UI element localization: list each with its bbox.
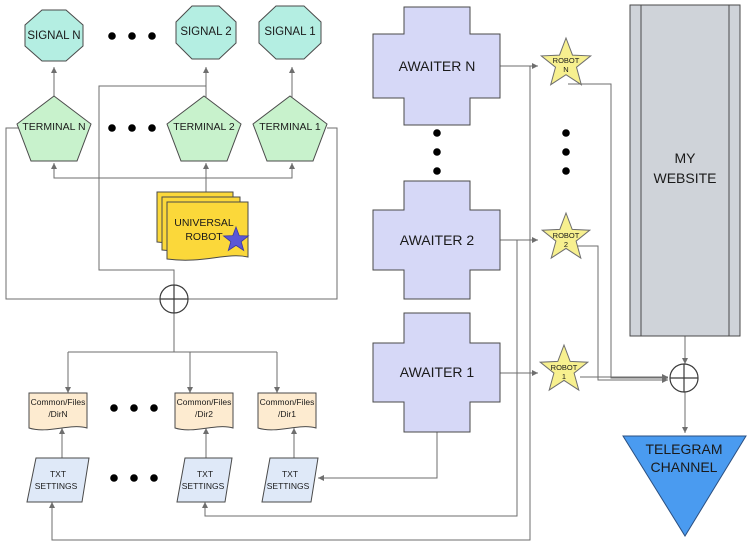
- robot-1-line1: ROBOT: [551, 363, 578, 372]
- robot-1-star: ROBOT 1: [538, 343, 590, 392]
- txt-settings-n-line2: SETTINGS: [35, 481, 78, 491]
- connector-lines: [5, 27, 688, 541]
- robot-2-star: ROBOT 2: [540, 211, 592, 260]
- blue-star-icon: [222, 225, 250, 252]
- ellipsis-settings: [110, 474, 158, 482]
- folder-dir-2-line1: Common/Files: [177, 397, 232, 407]
- ellipsis-robots: [562, 129, 570, 175]
- robot-n-line2: N: [563, 65, 568, 74]
- ellipsis-awaiters: [433, 129, 441, 175]
- folder-dir-n-line1: Common/Files: [31, 397, 86, 407]
- universal-robot-line1: UNIVERSAL: [174, 217, 234, 229]
- awaiter-n: AWAITER N: [372, 6, 501, 126]
- folder-dir-1: Common/Files /Dir1: [257, 392, 317, 431]
- txt-settings-2: TXT SETTINGS: [176, 457, 233, 503]
- folder-dir-2-line2: /Dir2: [195, 409, 213, 419]
- txt-settings-2-line1: TXT: [197, 469, 213, 479]
- awaiter-1: AWAITER 1: [372, 312, 501, 433]
- universal-robot-line2: ROBOT: [185, 231, 223, 243]
- txt-settings-n-line1: TXT: [50, 469, 66, 479]
- awaiter-2: AWAITER 2: [372, 180, 501, 300]
- signal-1: SIGNAL 1: [258, 5, 322, 60]
- txt-settings-1-line1: TXT: [282, 469, 298, 479]
- terminal-1-label: TERMINAL 1: [259, 121, 321, 133]
- awaiter-2-label: AWAITER 2: [400, 232, 475, 248]
- txt-settings-n: TXT SETTINGS: [26, 457, 90, 503]
- txt-settings-1: TXT SETTINGS: [261, 457, 319, 503]
- folder-dir-n: Common/Files /DirN: [28, 392, 88, 431]
- signal-n: SIGNAL N: [24, 9, 84, 62]
- universal-robot-document: UNIVERSAL ROBOT: [156, 191, 250, 261]
- terminal-2-label: TERMINAL 2: [173, 121, 235, 133]
- folder-dir-1-line1: Common/Files: [260, 397, 315, 407]
- signal-1-label: SIGNAL 1: [264, 26, 315, 38]
- txt-settings-1-line2: SETTINGS: [267, 481, 310, 491]
- awaiter-1-label: AWAITER 1: [400, 364, 475, 380]
- merge-junction-left: [159, 284, 189, 314]
- my-website-line2: WEBSITE: [653, 170, 716, 186]
- telegram-line1: TELEGRAM: [645, 441, 722, 457]
- folder-dir-2: Common/Files /Dir2: [174, 392, 234, 431]
- robot-2-line2: 2: [564, 240, 568, 249]
- robot-1-line2: 1: [562, 372, 566, 381]
- my-website-block: MY WEBSITE: [629, 4, 741, 337]
- folder-dir-1-line2: /Dir1: [278, 409, 296, 419]
- awaiter-n-label: AWAITER N: [399, 58, 476, 74]
- robot-n-line1: ROBOT: [553, 56, 580, 65]
- terminal-1: TERMINAL 1: [252, 95, 328, 162]
- telegram-line2: CHANNEL: [651, 459, 718, 475]
- signal-2-label: SIGNAL 2: [180, 26, 231, 38]
- terminal-n-label: TERMINAL N: [22, 121, 85, 133]
- folder-dir-n-line2: /DirN: [48, 409, 67, 419]
- merge-junction-right: [669, 363, 699, 393]
- robot-n-star: ROBOT N: [539, 36, 593, 86]
- terminal-2: TERMINAL 2: [166, 95, 242, 162]
- signal-n-label: SIGNAL N: [27, 30, 80, 42]
- signal-2: SIGNAL 2: [175, 5, 237, 60]
- my-website-line1: MY: [675, 150, 697, 166]
- txt-settings-2-line2: SETTINGS: [182, 481, 225, 491]
- ellipsis-folders: [110, 404, 158, 412]
- ellipsis-terminals: [108, 124, 156, 132]
- robot-2-line1: ROBOT: [553, 231, 580, 240]
- ellipsis-signals: [108, 32, 156, 40]
- terminal-n: TERMINAL N: [16, 95, 92, 162]
- telegram-channel: TELEGRAM CHANNEL: [622, 435, 747, 537]
